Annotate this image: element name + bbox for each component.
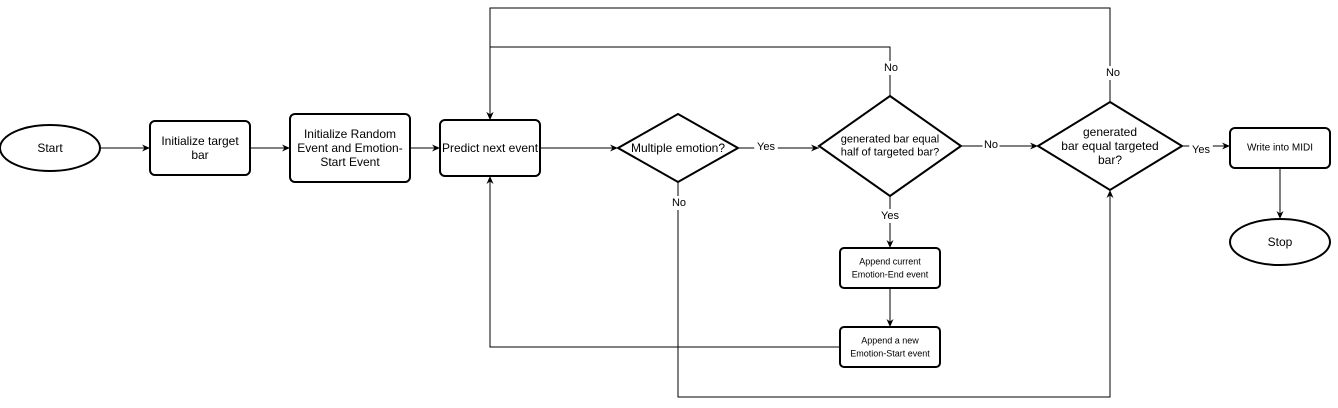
node-full-label-line: bar equal targeted <box>1061 139 1158 153</box>
node-multi-label-line: Multiple emotion? <box>631 141 725 155</box>
edge-append_start-predict-arrow <box>486 176 840 348</box>
edge-label-no: No <box>984 139 998 151</box>
node-init-event-label-line: Event and Emotion- <box>297 141 402 155</box>
node-write-box <box>1229 127 1331 169</box>
node-stop: Stop <box>1229 218 1331 266</box>
edge-label-background <box>982 138 1000 152</box>
node-write: Write into MIDI <box>1229 127 1331 169</box>
node-append-start-box <box>839 326 941 368</box>
node-init-bar-label-line: Initialize target <box>161 134 239 148</box>
node-full-label-line: bar? <box>1098 153 1122 167</box>
node-multi-diamond <box>615 112 741 184</box>
node-append-start-label-line: Append a new <box>861 336 919 346</box>
edge-label-yes: Yes <box>1192 144 1210 156</box>
node-predict: Predict next event <box>439 119 541 177</box>
node-init-bar-label-line: bar <box>191 148 208 162</box>
edge-label-yes: Yes <box>757 141 775 153</box>
node-init-bar-box <box>149 120 251 176</box>
node-half-label-line: half of targeted bar? <box>841 147 939 159</box>
node-predict-box <box>439 119 541 177</box>
node-append-end-box <box>839 247 941 289</box>
node-init-event-label-line: Start Event <box>320 155 380 169</box>
node-predict-label-line: Predict next event <box>442 141 539 155</box>
edge-label-no: No <box>884 62 898 74</box>
edge-multi-full-arrow <box>677 182 1114 398</box>
node-init-event-box <box>289 113 411 183</box>
edge-label-background <box>878 209 902 223</box>
edge-label-background <box>1104 66 1122 80</box>
edge-label-background <box>754 140 778 154</box>
edges-layer <box>100 7 1284 398</box>
node-half-diamond <box>817 94 963 198</box>
edge-full-predict-arrow <box>486 7 1111 120</box>
edge-label-yes: Yes <box>881 210 899 222</box>
node-start: Start <box>0 124 101 172</box>
edge-label-background <box>1189 143 1213 157</box>
node-half-label-line: generated bar equal <box>841 134 939 146</box>
node-write-label-line: Write into MIDI <box>1247 143 1313 154</box>
node-append-start-label-line: Emotion-Start event <box>850 349 930 359</box>
edge-label-no: No <box>672 197 686 209</box>
node-start-ellipse <box>0 124 101 172</box>
edge-label-background <box>882 61 900 75</box>
node-start-label-line: Start <box>37 141 63 155</box>
node-append-end-label-line: Append current <box>859 257 921 267</box>
edge-half-predict-arrow <box>486 46 891 120</box>
node-init-event-label-line: Initialize Random <box>304 127 396 141</box>
node-append-end-label-line: Emotion-End event <box>852 270 929 280</box>
node-full-label-line: generated <box>1083 125 1137 139</box>
node-stop-label-line: Stop <box>1268 235 1293 249</box>
edge-label-background <box>670 196 688 210</box>
node-multi: Multiple emotion? <box>615 112 741 184</box>
node-full-diamond <box>1036 100 1184 192</box>
edge-label-no: No <box>1106 67 1120 79</box>
node-stop-ellipse <box>1229 218 1331 266</box>
